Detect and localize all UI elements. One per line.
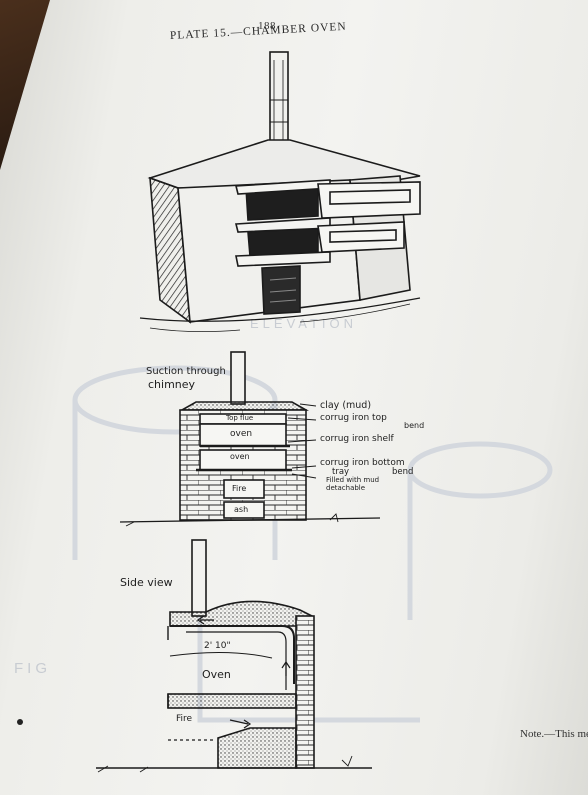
isometric-oven xyxy=(139,51,421,332)
iso-tray-upper xyxy=(317,181,421,219)
side-view-fire: Fire xyxy=(176,714,193,724)
bleed-through-elevation: ELEVATION xyxy=(250,316,358,331)
section-firebox xyxy=(223,479,265,499)
page-number: 188 xyxy=(258,20,276,32)
side-view-caption: Side view xyxy=(120,576,173,589)
side-view-dimension: 2' 10" xyxy=(204,641,231,651)
callout-top-bend-2: bend xyxy=(404,421,425,430)
callout-bottom-tray-1: corrug iron bottom xyxy=(320,458,405,468)
callout-top-bend-1: corrug iron top xyxy=(320,413,387,423)
callout-bottom-tray-5: detachable xyxy=(326,484,366,492)
label-top-flue: Top flue xyxy=(226,414,254,422)
side-fire-rubble xyxy=(217,727,297,769)
section-ashpit xyxy=(223,501,265,519)
section-view xyxy=(119,351,381,527)
section-caption-line2: chimney xyxy=(148,378,196,391)
label-oven-upper: oven xyxy=(230,429,253,439)
side-oven-tray xyxy=(167,693,297,709)
callout-clay: clay (mud) xyxy=(320,400,372,411)
section-chimney xyxy=(230,351,246,405)
side-view-oven: Oven xyxy=(202,668,231,681)
callout-shelf: corrug iron shelf xyxy=(320,434,394,444)
side-brick-wall xyxy=(295,615,315,769)
label-oven-lower: oven xyxy=(230,452,250,461)
iso-chimney xyxy=(269,51,289,143)
bleed-through-fig: FIG xyxy=(14,660,51,677)
callout-bottom-tray-2: tray xyxy=(332,467,350,477)
iso-tray-lower xyxy=(317,221,405,253)
footnote-fragment: Note.—This method xyxy=(520,728,588,740)
label-ash: ash xyxy=(234,505,249,514)
side-chimney xyxy=(191,539,207,617)
callout-bottom-tray-4: Filled with mud xyxy=(326,476,380,484)
label-fire: Fire xyxy=(232,484,247,493)
section-caption-line1: Suction through xyxy=(146,366,226,377)
callout-bottom-tray-3: bend xyxy=(392,467,414,477)
section-clay xyxy=(178,401,310,411)
side-view xyxy=(96,539,372,773)
